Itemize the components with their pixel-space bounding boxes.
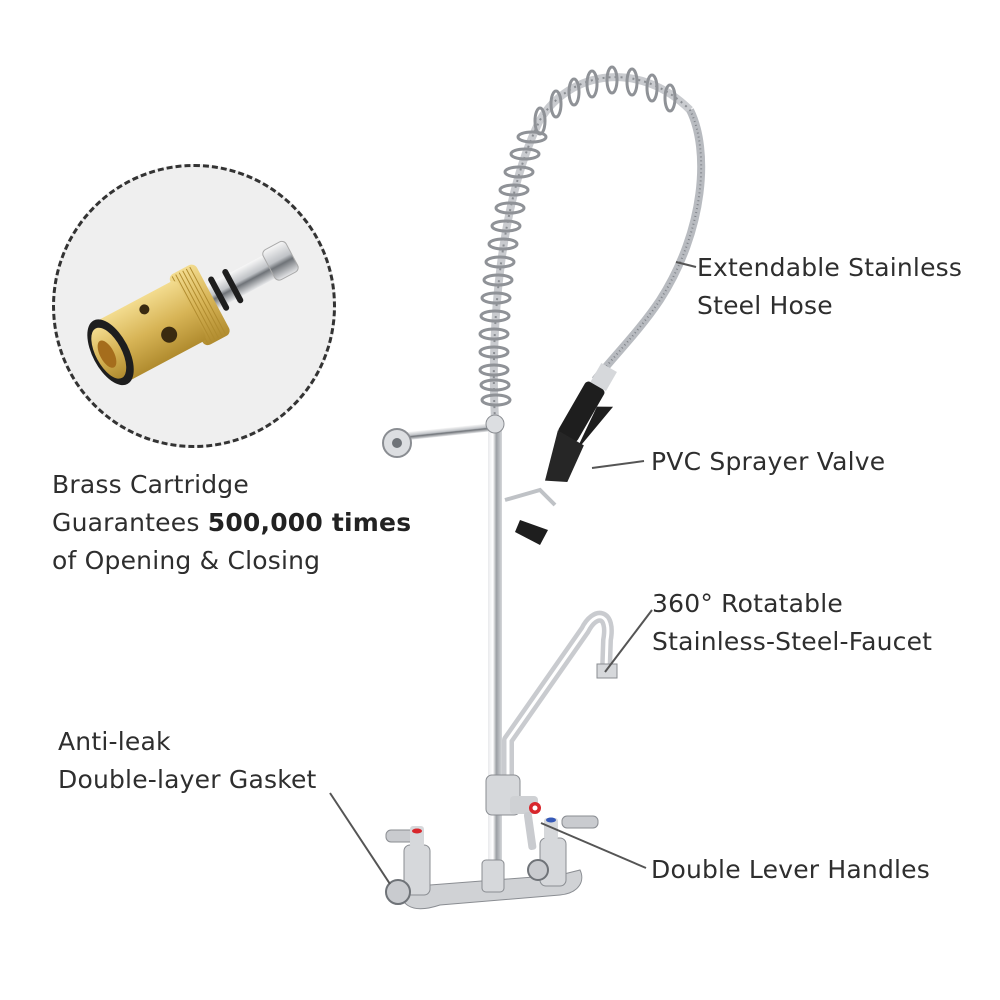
faucet-feature-label: 360° Rotatable Stainless-Steel-Faucet [652, 585, 932, 661]
gasket-label-line1: Anti-leak [58, 727, 171, 756]
cartridge-feature-label: Brass Cartridge Guarantees 500,000 times… [52, 466, 411, 580]
cartridge-label-line1: Brass Cartridge [52, 470, 249, 499]
faucet-label-line1: 360° Rotatable [652, 589, 843, 618]
cartridge-label-line2-prefix: Guarantees [52, 508, 208, 537]
hose-label-line1: Extendable Stainless [697, 253, 963, 282]
cartridge-label-highlight: 500,000 times [207, 508, 412, 537]
faucet-leader-line [604, 609, 653, 673]
faucet-label-line2: Stainless-Steel-Faucet [652, 627, 933, 656]
cartridge-label-line3: of Opening & Closing [52, 546, 321, 575]
handles-leader-line [540, 822, 647, 869]
cartridge-label-line2: Guarantees 500,000 times [52, 504, 411, 542]
hose-leader-line [675, 261, 697, 268]
sprayer-feature-label: PVC Sprayer Valve [651, 443, 885, 481]
sprayer-label-line1: PVC Sprayer Valve [651, 447, 886, 476]
handles-feature-label: Double Lever Handles [651, 851, 930, 889]
gasket-feature-label: Anti-leak Double-layer Gasket [58, 723, 317, 799]
hose-feature-label: Extendable Stainless Steel Hose [697, 249, 962, 325]
hose-label-line2: Steel Hose [697, 291, 833, 320]
handles-label-line1: Double Lever Handles [651, 855, 930, 884]
gasket-label-line2: Double-layer Gasket [58, 765, 317, 794]
sprayer-leader-line [591, 460, 645, 469]
gasket-leader-line [329, 792, 391, 885]
